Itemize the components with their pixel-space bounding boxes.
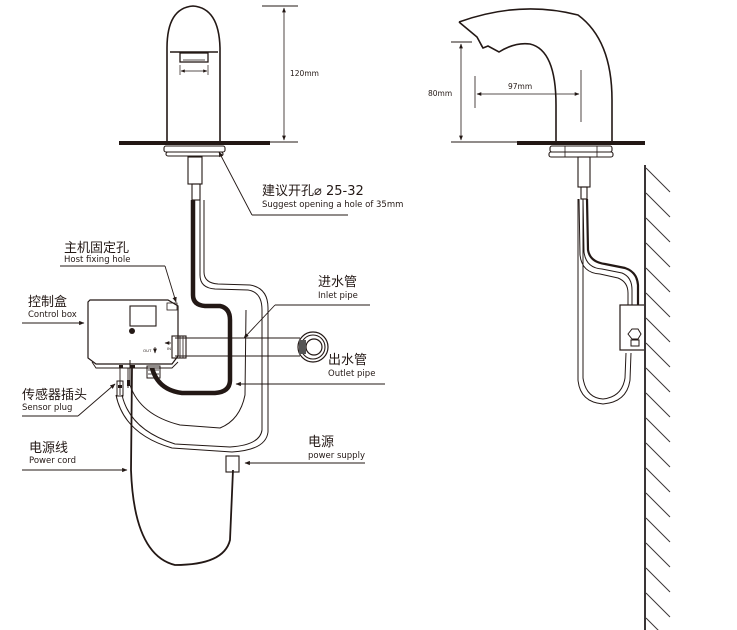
front-faucet [166, 5, 221, 142]
wall-hatch-line [645, 217, 671, 243]
control-box-label-cn: 控制盒 [28, 295, 68, 310]
wall-hatch-line [645, 342, 671, 368]
in-marking: IN [167, 346, 171, 351]
power-supply-label-cn: 电源 [308, 435, 335, 450]
leader-lines [22, 151, 385, 473]
out-marking: OUT [143, 348, 152, 353]
wall-hatch-line [645, 367, 671, 393]
power-cord-label-cn: 电源线 [29, 441, 69, 456]
front-height-dimension [262, 5, 298, 143]
front-countertop [119, 141, 270, 145]
wall-hatch-line [645, 317, 671, 343]
sensor-plug [116, 368, 130, 397]
control-box-label-en: Control box [28, 310, 77, 320]
side-countertop [517, 141, 645, 145]
wall-hatch-line [645, 492, 671, 518]
outlet-pipe-label-en: Outlet pipe [328, 369, 376, 379]
side-control-box [619, 304, 646, 351]
inlet-pipe-label-en: Inlet pipe [318, 291, 358, 301]
wall-hatch-line [645, 242, 671, 268]
wall-hatch-line [645, 192, 671, 218]
wall-hatch-line [645, 267, 671, 293]
side-height-dimension [451, 41, 517, 143]
sensor-plug-label-en: Sensor plug [22, 403, 73, 413]
hole-label-cn: 建议开孔⌀ 25-32 [262, 184, 364, 199]
host-fixing-label-cn: 主机固定孔 [64, 241, 130, 256]
wall-hatch-line [645, 417, 671, 443]
power-supply-label-en: power supply [308, 451, 365, 461]
wall [644, 165, 671, 630]
side-height-label: 80mm [428, 89, 453, 98]
host-fixing-label-en: Host fixing hole [64, 255, 131, 265]
side-faucet [458, 8, 613, 142]
outlet-pipe-label-cn: 出水管 [328, 353, 368, 368]
wall-hatch-line [645, 167, 671, 193]
inlet-hose [121, 200, 263, 448]
wall-hatch-line [645, 542, 671, 568]
outlet-hose [149, 200, 233, 396]
wall-hatch-line [645, 567, 671, 593]
inlet-pipe-label-cn: 进水管 [318, 275, 358, 290]
wall-hatch-line [645, 442, 671, 468]
inlet-pipe [171, 331, 329, 363]
side-reach-label: 97mm [508, 82, 533, 91]
sensor-width-dimension [179, 65, 209, 75]
control-box: OUT IN [87, 299, 179, 379]
side-reach-dimension [474, 70, 582, 122]
wall-hatch-line [645, 392, 671, 418]
power-cord [130, 367, 234, 566]
front-height-label: 120mm [290, 69, 319, 78]
hole-label-en: Suggest opening a hole of 35mm [262, 200, 404, 210]
wall-hatch-line [645, 292, 671, 318]
power-cord-label-en: Power cord [29, 456, 77, 466]
wall-hatch-line [645, 517, 671, 543]
power-supply-plug [225, 455, 240, 473]
wall-hatch-line [645, 617, 659, 630]
wall-hatch-line [645, 592, 671, 618]
wall-hatch-line [645, 467, 671, 493]
sensor-plug-label-cn: 传感器插头 [22, 388, 88, 403]
